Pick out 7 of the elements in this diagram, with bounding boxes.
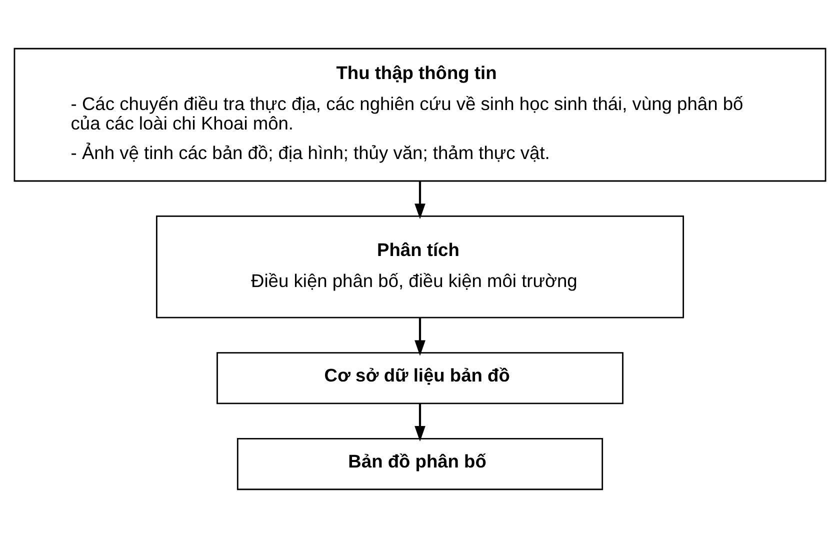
arrow — [414, 181, 426, 220]
node-box: Bản đồ phân bố — [236, 438, 604, 490]
arrow — [414, 404, 426, 442]
node-box: Cơ sở dữ liệu bản đồ — [216, 352, 624, 404]
arrow — [414, 318, 426, 356]
node-box: Thu thập thông tin - Các chuyến điều tra thực địa, các nghiên cứu về sinh học sinh thái, vùng phân bố của các loài chi Khoai môn. - Ảnh vệ tinh các bản đồ; địa hình; thủy văn; thảm thực vật. — [14, 48, 826, 182]
node-box: Phân tích Điều kiện phân bố, điều kiện môi trường — [156, 215, 684, 318]
